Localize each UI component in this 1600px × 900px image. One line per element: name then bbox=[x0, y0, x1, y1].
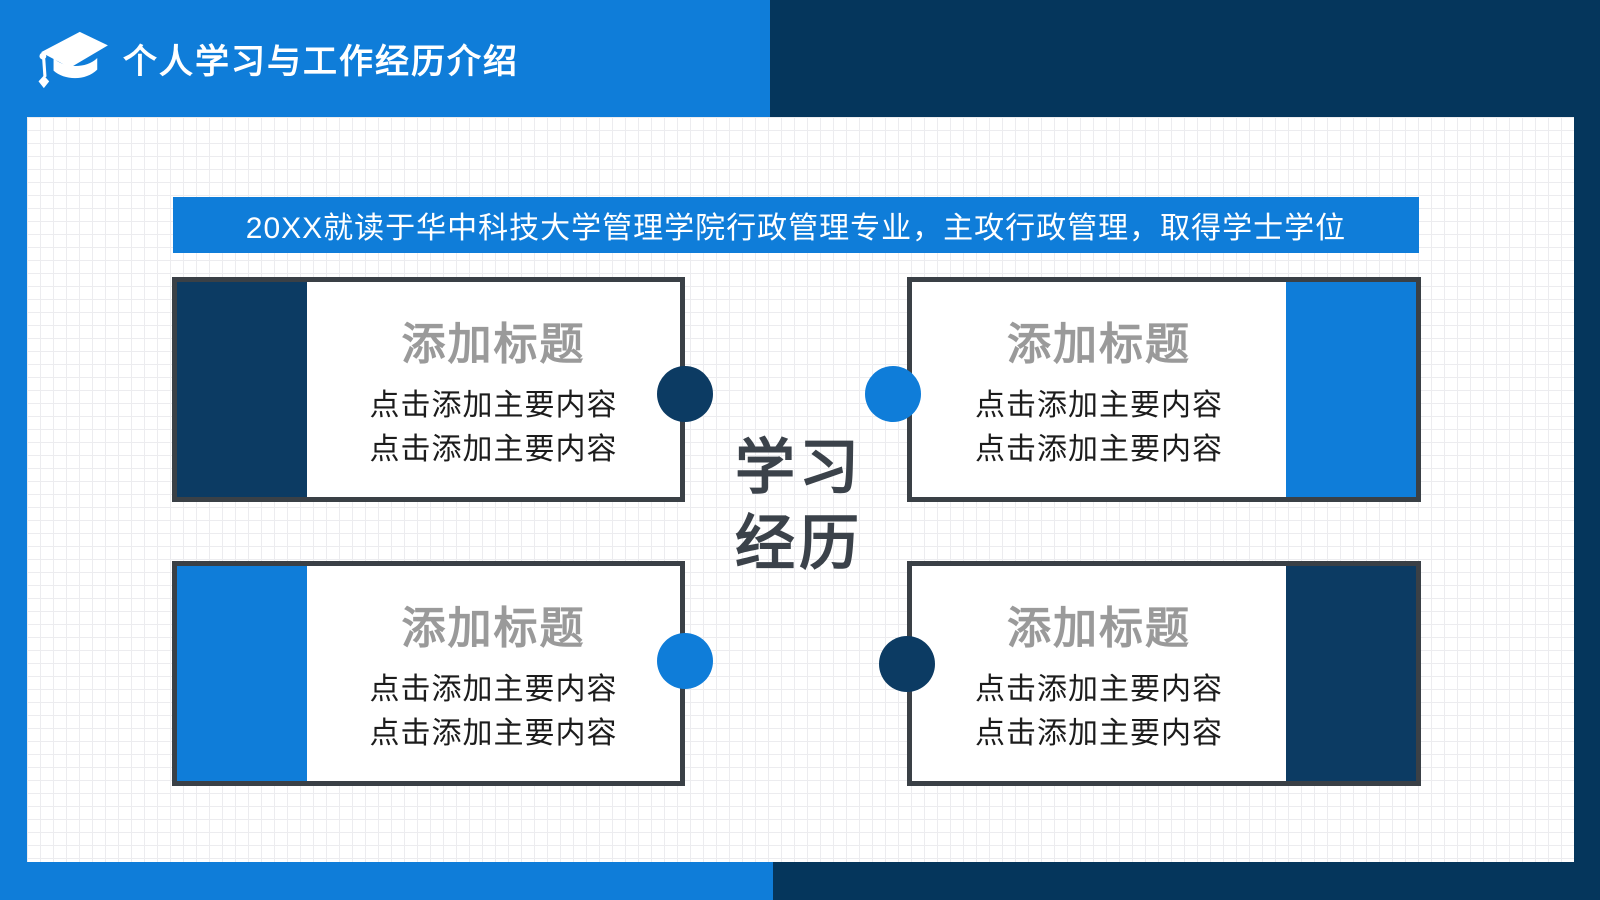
section-label-line2: 经历 bbox=[735, 510, 863, 577]
card-title-placeholder[interactable]: 添加标题 bbox=[1007, 319, 1191, 369]
card-body-placeholder[interactable]: 点击添加主要内容 bbox=[975, 388, 1223, 422]
page-title: 个人学习与工作经历介绍 bbox=[123, 43, 519, 81]
card-body-placeholder[interactable]: 点击添加主要内容 bbox=[975, 716, 1223, 750]
card-body-placeholder[interactable]: 点击添加主要内容 bbox=[369, 672, 618, 706]
frame-right-navy bbox=[1574, 117, 1600, 862]
card-body-placeholder[interactable]: 点击添加主要内容 bbox=[369, 388, 618, 422]
card-content: 添加标题 点击添加主要内容 点击添加主要内容 bbox=[307, 282, 680, 497]
card-bottom-left[interactable]: 添加标题 点击添加主要内容 点击添加主要内容 bbox=[172, 561, 685, 786]
card-content: 添加标题 点击添加主要内容 点击添加主要内容 bbox=[307, 566, 680, 781]
card-top-left[interactable]: 添加标题 点击添加主要内容 点击添加主要内容 bbox=[172, 277, 685, 502]
frame-top-navy bbox=[770, 0, 1600, 117]
frame-bottom-navy bbox=[773, 862, 1600, 900]
card-body-placeholder[interactable]: 点击添加主要内容 bbox=[975, 672, 1223, 706]
connector-dot-top-left bbox=[657, 366, 713, 422]
card-accent-bar bbox=[1286, 566, 1416, 781]
frame-bottom-blue bbox=[0, 862, 773, 900]
card-top-right[interactable]: 添加标题 点击添加主要内容 点击添加主要内容 bbox=[907, 277, 1421, 502]
card-title-placeholder[interactable]: 添加标题 bbox=[1007, 603, 1191, 653]
section-label-line1: 学习 bbox=[735, 434, 863, 501]
card-body-placeholder[interactable]: 点击添加主要内容 bbox=[975, 432, 1223, 466]
card-accent-bar bbox=[177, 282, 307, 497]
connector-dot-top-right bbox=[865, 366, 921, 422]
card-bottom-right[interactable]: 添加标题 点击添加主要内容 点击添加主要内容 bbox=[907, 561, 1421, 786]
education-banner[interactable]: 20XX就读于华中科技大学管理学院行政管理专业，主攻行政管理，取得学士学位 bbox=[173, 197, 1419, 253]
card-body-placeholder[interactable]: 点击添加主要内容 bbox=[369, 716, 618, 750]
card-accent-bar bbox=[177, 566, 307, 781]
slide-header: 个人学习与工作经历介绍 bbox=[0, 0, 770, 117]
education-banner-text: 20XX就读于华中科技大学管理学院行政管理专业，主攻行政管理，取得学士学位 bbox=[245, 212, 1347, 245]
section-label: 学习 经历 bbox=[646, 430, 952, 582]
frame-left-blue bbox=[0, 117, 27, 862]
card-accent-bar bbox=[1286, 282, 1416, 497]
card-title-placeholder[interactable]: 添加标题 bbox=[401, 319, 586, 369]
card-body-placeholder[interactable]: 点击添加主要内容 bbox=[369, 432, 618, 466]
card-content: 添加标题 点击添加主要内容 点击添加主要内容 bbox=[912, 566, 1286, 781]
connector-dot-bottom-left bbox=[657, 633, 713, 689]
connector-dot-bottom-right bbox=[879, 636, 935, 692]
graduation-cap-icon bbox=[38, 31, 108, 88]
card-title-placeholder[interactable]: 添加标题 bbox=[401, 603, 586, 653]
card-content: 添加标题 点击添加主要内容 点击添加主要内容 bbox=[912, 282, 1286, 497]
